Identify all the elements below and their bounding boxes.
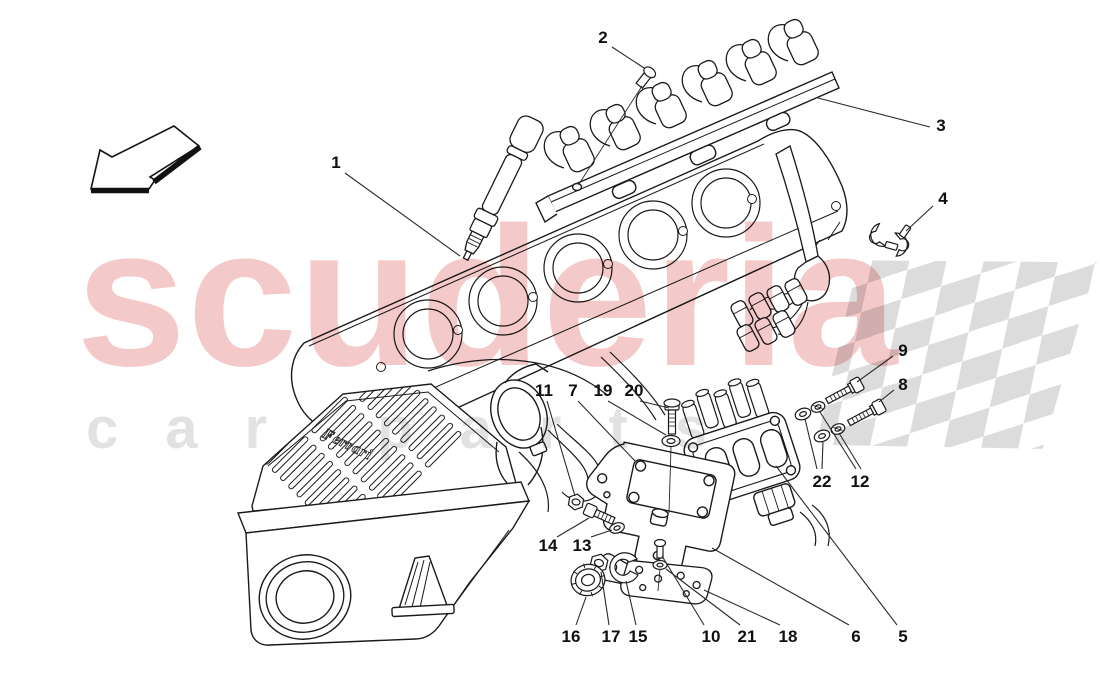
part-callout-4: 4	[938, 189, 948, 208]
part-callout-6: 6	[851, 627, 860, 646]
coil-mounting-rail	[535, 71, 840, 224]
leader-line-12	[838, 432, 862, 470]
leader-line-22	[821, 440, 824, 470]
leader-line-22	[804, 418, 818, 470]
leader-line-11	[546, 400, 576, 497]
part-callout-17: 17	[602, 627, 621, 646]
cable-clamp-4	[868, 222, 912, 257]
assembly-lines	[578, 85, 672, 592]
ignition-coils	[543, 18, 819, 173]
leader-line-15	[625, 580, 637, 626]
part-callout-7: 7	[568, 381, 577, 400]
screw-10	[653, 538, 667, 559]
part-callout-18: 18	[779, 627, 798, 646]
screw-14	[582, 502, 616, 525]
part-callout-16: 16	[562, 627, 581, 646]
spark-plug-extension	[462, 115, 544, 262]
bolt-9	[824, 376, 865, 405]
screw-20	[663, 398, 681, 435]
direction-arrow	[89, 125, 202, 194]
leader-line-5	[775, 465, 898, 626]
wire-conduit-bundle	[730, 145, 831, 352]
leader-line-18	[703, 589, 781, 626]
part-callout-5: 5	[898, 627, 907, 646]
leader-line-7	[577, 400, 637, 463]
washer-13	[609, 522, 625, 534]
washer-pair-22	[794, 407, 831, 443]
leader-line-3	[817, 97, 931, 128]
leader-line-14	[556, 517, 590, 538]
part-callout-15: 15	[629, 627, 648, 646]
part-callout-21: 21	[738, 627, 757, 646]
part-callout-2: 2	[598, 28, 607, 47]
screw-2	[635, 66, 657, 89]
leader-line-13	[590, 529, 613, 538]
part-callout-14: 14	[539, 536, 558, 555]
part-callout-8: 8	[898, 375, 907, 394]
nut-11	[567, 493, 585, 511]
washer-19	[661, 434, 681, 448]
leader-line-21	[665, 568, 741, 626]
grommet-16	[570, 563, 606, 597]
part-callout-12: 12	[851, 472, 870, 491]
part-callout-22: 22	[813, 472, 832, 491]
part-callout-19: 19	[594, 381, 613, 400]
leader-line-10	[661, 555, 705, 626]
part-callout-11: 11	[535, 381, 553, 400]
ecu-mounting-bracket	[586, 441, 736, 572]
spring-washer-pair-12	[810, 401, 846, 435]
leader-line-6	[711, 547, 850, 626]
part-callout-1: 1	[331, 153, 340, 172]
part-callout-9: 9	[898, 341, 907, 360]
washer-21	[652, 559, 668, 571]
leader-line-16	[575, 596, 587, 626]
leader-line-20	[639, 400, 670, 409]
part-callout-13: 13	[573, 536, 592, 555]
bolt-8	[846, 398, 887, 427]
fasteners	[567, 66, 912, 597]
leader-line-19	[607, 400, 667, 436]
leader-line-2	[611, 46, 645, 69]
part-callout-20: 20	[625, 381, 644, 400]
leader-line-8	[878, 389, 895, 403]
leader-line-1	[344, 172, 461, 257]
part-callout-3: 3	[936, 116, 945, 135]
leader-line-4	[905, 205, 934, 232]
leader-line-9	[856, 355, 894, 383]
air-filter-housing: Ferrari	[237, 363, 549, 646]
leader-line-12	[819, 411, 857, 470]
leader-line-17	[600, 571, 610, 626]
part-callout-10: 10	[702, 627, 721, 646]
retaining-clip-15	[609, 552, 639, 584]
